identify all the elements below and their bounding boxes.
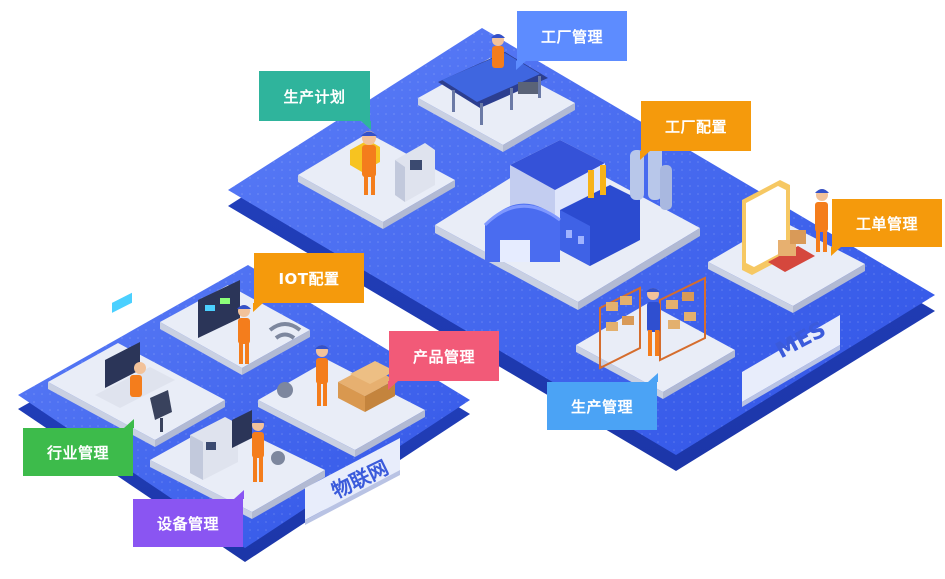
order-illustration [742,180,829,275]
panel-illustration [198,280,302,364]
tag-production-mgmt: 生产管理 [547,373,658,430]
desk-illustration [95,292,175,432]
boxes-illustration [277,345,395,412]
tag-work-order-mgmt: 工单管理 [831,199,942,256]
tag-product-mgmt: 产品管理 [388,331,499,390]
tag-factory-config: 工厂配置 [640,101,751,160]
equipment-illustration [190,410,285,482]
shelves-illustration [599,276,706,370]
factory-illustration [483,140,672,266]
tag-factory-mgmt: 工厂管理 [516,11,627,70]
machine-illustration [350,131,435,202]
iot-label-board [305,438,400,525]
tag-industry-mgmt: 行业管理 [23,419,134,476]
mes-label-board [742,315,840,407]
tag-production-plan: 生产计划 [259,71,371,130]
tag-device-mgmt: 设备管理 [133,490,244,547]
tag-iot-config: IOT配置 [253,253,364,312]
